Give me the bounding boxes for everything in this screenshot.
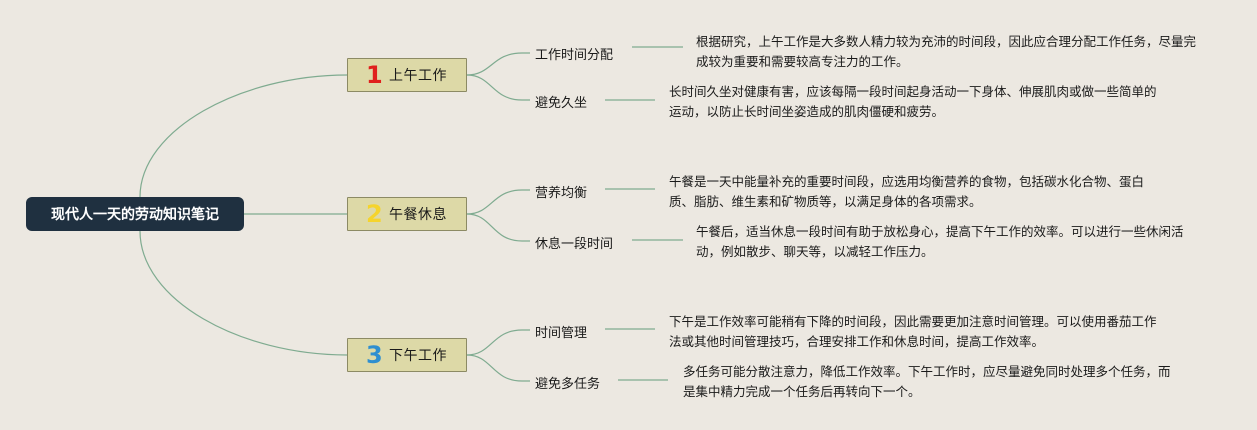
section-label: 下午工作 bbox=[389, 348, 447, 364]
item-avoid-sitting[interactable]: 避免久坐 bbox=[535, 96, 588, 111]
number-1-icon: 1 bbox=[366, 61, 383, 89]
section-node-afternoon[interactable]: 3 下午工作 bbox=[347, 338, 467, 372]
connector-section-1-item-2 bbox=[466, 74, 530, 101]
connector-root-section-1 bbox=[139, 74, 348, 198]
connector-section-3-item-1 bbox=[466, 329, 530, 356]
root-label: 现代人一天的劳动知识笔记 bbox=[51, 207, 219, 223]
section-node-lunch[interactable]: 2 午餐休息 bbox=[347, 197, 467, 231]
number-3-icon: 3 bbox=[366, 341, 383, 369]
connector-section-2-item-1 bbox=[466, 189, 530, 215]
item-rest-period[interactable]: 休息一段时间 bbox=[535, 237, 614, 252]
connector-section-2-item-2 bbox=[466, 213, 530, 242]
item-text: 根据研究，上午工作是大多数人精力较为充沛的时间段，因此应合理分配工作任务，尽量完… bbox=[696, 34, 1197, 69]
item-text: 下午是工作效率可能稍有下降的时间段，因此需要更加注意时间管理。可以使用番茄工作法… bbox=[669, 314, 1157, 349]
root-node[interactable]: 现代人一天的劳动知识笔记 bbox=[26, 197, 244, 231]
item-work-time-allocation[interactable]: 工作时间分配 bbox=[535, 48, 614, 63]
section-label: 午餐休息 bbox=[389, 207, 447, 223]
item-avoid-multitasking[interactable]: 避免多任务 bbox=[535, 377, 601, 392]
item-time-management[interactable]: 时间管理 bbox=[535, 326, 588, 341]
connector-section-1-item-1 bbox=[466, 52, 530, 76]
item-text: 午餐后，适当休息一段时间有助于放松身心，提高下午工作的效率。可以进行一些休闲活动… bbox=[696, 224, 1184, 259]
item-text: 午餐是一天中能量补充的重要时间段，应选用均衡营养的食物，包括碳水化合物、蛋白质、… bbox=[669, 174, 1145, 209]
item-balanced-nutrition[interactable]: 营养均衡 bbox=[535, 186, 588, 201]
number-2-icon: 2 bbox=[366, 200, 383, 228]
section-label: 上午工作 bbox=[389, 68, 447, 84]
item-text: 多任务可能分散注意力，降低工作效率。下午工作时，应尽量避免同时处理多个任务，而是… bbox=[683, 364, 1171, 399]
section-node-morning[interactable]: 1 上午工作 bbox=[347, 58, 467, 92]
connector-section-3-item-2 bbox=[466, 354, 530, 382]
connector-root-section-3 bbox=[139, 230, 348, 356]
item-text: 长时间久坐对健康有害，应该每隔一段时间起身活动一下身体、伸展肌肉或做一些简单的运… bbox=[669, 84, 1157, 119]
